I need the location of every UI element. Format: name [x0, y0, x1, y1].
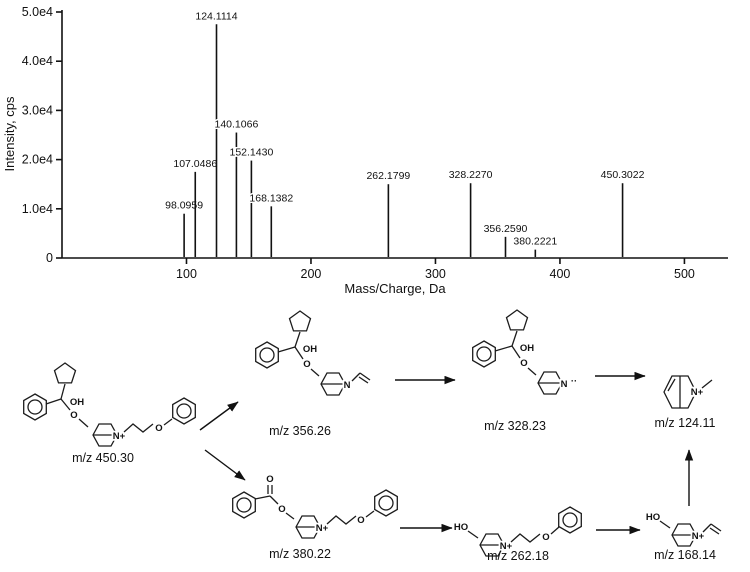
plot-area: 0 1.0e4 2.0e4 3.0e4 4.0e4 5.0e4 100 200 300 400 50…	[22, 5, 728, 281]
peak-label: 262.1799	[366, 170, 410, 182]
fragmentation-pathway-diagram: OH O N+ O m/z 450.30 OH O	[23, 309, 722, 563]
atom-label: OH	[520, 343, 534, 354]
x-tick-label: 400	[550, 267, 571, 281]
atom-label: HO	[454, 522, 468, 533]
atom-label: N+	[316, 523, 329, 534]
atom-label: N+	[691, 387, 704, 398]
phenyl-ring	[472, 340, 496, 368]
x-tick-label: 100	[176, 267, 197, 281]
structure-label: m/z 168.14	[654, 548, 716, 562]
cyclopentyl-ring	[288, 310, 312, 332]
peak-label: 356.2590	[484, 223, 528, 235]
structure-mz-328: OH O N ·· m/z 328.23	[472, 309, 579, 433]
azabicyclo-ring	[663, 375, 697, 409]
atom-label: N	[561, 379, 568, 390]
atom-label: O	[542, 532, 549, 543]
peak-label: 328.2270	[449, 169, 493, 181]
phenyl-ring	[23, 393, 47, 421]
y-tick-label: 5.0e4	[22, 5, 53, 19]
structure-label: m/z 380.22	[269, 547, 331, 561]
atom-label: O	[266, 474, 273, 485]
phenyl-ring	[232, 491, 256, 519]
y-tick-label: 1.0e4	[22, 202, 53, 216]
structure-mz-450: OH O N+ O m/z 450.30	[23, 362, 196, 465]
peak-label: 152.1430	[229, 147, 273, 159]
atom-label: N+	[692, 531, 705, 542]
atom-label: N+	[500, 541, 513, 552]
phenyl-ring	[558, 506, 582, 534]
mass-spectrum-chart: Intensity, cps Mass/Charge, Da 0 1.0e4 2.0…	[2, 5, 728, 296]
y-tick-label: 0	[46, 251, 53, 265]
peak-label: 450.3022	[601, 169, 645, 181]
atom-label: N	[344, 380, 351, 391]
structure-mz-262: HO N+ O m/z 262.18	[452, 506, 582, 563]
x-tick-label: 500	[674, 267, 695, 281]
atom-label: O	[70, 410, 77, 421]
atom-label: OH	[303, 344, 317, 355]
structure-label: m/z 328.23	[484, 419, 546, 433]
y-axis-label: Intensity, cps	[2, 96, 17, 171]
lone-pair-label: ··	[571, 376, 577, 387]
structure-mz-124: N+ m/z 124.11	[655, 375, 716, 430]
y-tick-label: 4.0e4	[22, 54, 53, 68]
atom-label: HO	[646, 512, 660, 523]
atom-label: O	[155, 423, 162, 434]
arrow-450-to-380	[204, 449, 246, 481]
atom-label: OH	[70, 397, 84, 408]
atom-label: O	[303, 359, 310, 370]
peak-label: 140.1066	[215, 119, 259, 131]
phenyl-ring	[374, 489, 398, 517]
arrow-450-to-356	[199, 401, 239, 431]
structure-mz-380: O O N+ O m/z 380.22	[232, 472, 398, 561]
peak-label: 380.2221	[513, 236, 557, 248]
atom-label: N+	[113, 431, 126, 442]
structure-mz-356: OH O N m/z 356.26	[255, 310, 371, 438]
x-tick-label: 200	[301, 267, 322, 281]
phenyl-ring	[255, 341, 279, 369]
structure-label: m/z 124.11	[655, 416, 716, 430]
peak-label: 168.1382	[249, 192, 293, 204]
peak-label: 124.1114	[195, 10, 237, 22]
structure-label: m/z 262.18	[487, 549, 549, 563]
peak-label: 107.0486	[173, 158, 217, 170]
structure-label: m/z 356.26	[269, 424, 331, 438]
x-tick-label: 300	[425, 267, 446, 281]
pathway-arrows	[199, 371, 694, 535]
atom-label: O	[278, 504, 285, 515]
cyclopentyl-ring	[505, 309, 529, 331]
structure-mz-168: HO N+ m/z 168.14	[644, 510, 722, 562]
structure-label: m/z 450.30	[72, 451, 134, 465]
phenyl-ring	[172, 397, 196, 425]
y-tick-label: 2.0e4	[22, 153, 53, 167]
x-axis-label: Mass/Charge, Da	[344, 281, 446, 296]
y-tick-label: 3.0e4	[22, 103, 53, 117]
atom-label: O	[357, 515, 364, 526]
peak-label: 98.0959	[165, 200, 203, 212]
atom-label: O	[520, 358, 527, 369]
cyclopentyl-ring	[53, 362, 77, 384]
